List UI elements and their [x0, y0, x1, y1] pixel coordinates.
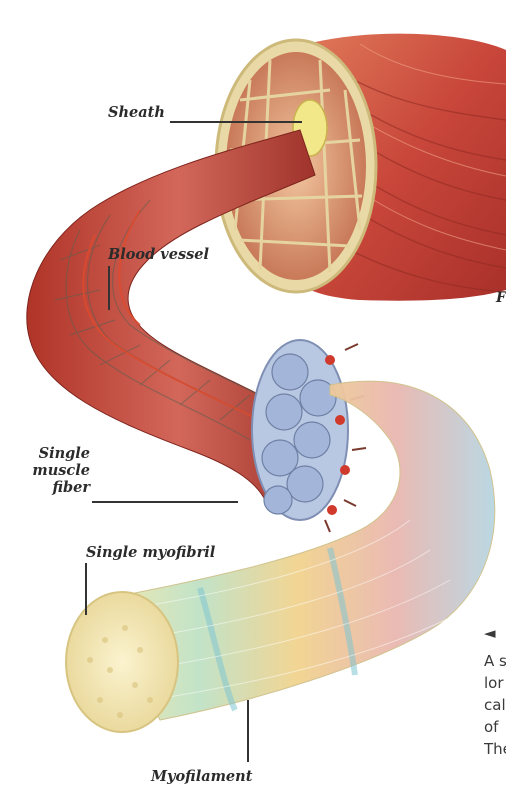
label-muscle-fiber-line-3: fiber [30, 479, 90, 496]
myofibril-leader-line [85, 563, 87, 615]
label-sheath: Sheath [108, 104, 165, 121]
fiber-cross-section [252, 340, 366, 532]
muscle-fiber-leader-line [92, 501, 238, 503]
label-muscle-fiber-line-1: Single [30, 445, 90, 462]
label-myofilament: Myofilament [151, 768, 252, 785]
cropped-caption-marker: ◄ [484, 622, 496, 644]
myofilament-leader-line [247, 700, 249, 762]
label-blood-vessel: Blood vessel [108, 246, 209, 263]
cropped-caption-line-5: The [484, 738, 506, 760]
cropped-caption-line-4: of [484, 716, 506, 738]
label-muscle-fiber-line-2: muscle [30, 462, 90, 479]
label-single-muscle-fiber: Single muscle fiber [30, 445, 90, 496]
sheath-leader-line [170, 121, 302, 123]
blood-vessel-leader-line [108, 266, 110, 310]
label-single-myofibril: Single myofibril [86, 544, 215, 561]
cropped-caption-line-1: A s [484, 650, 506, 672]
cropped-caption-line-2: lor [484, 672, 506, 694]
cropped-caption-line-3: cal [484, 694, 506, 716]
cropped-label-fragment: F [496, 290, 506, 306]
